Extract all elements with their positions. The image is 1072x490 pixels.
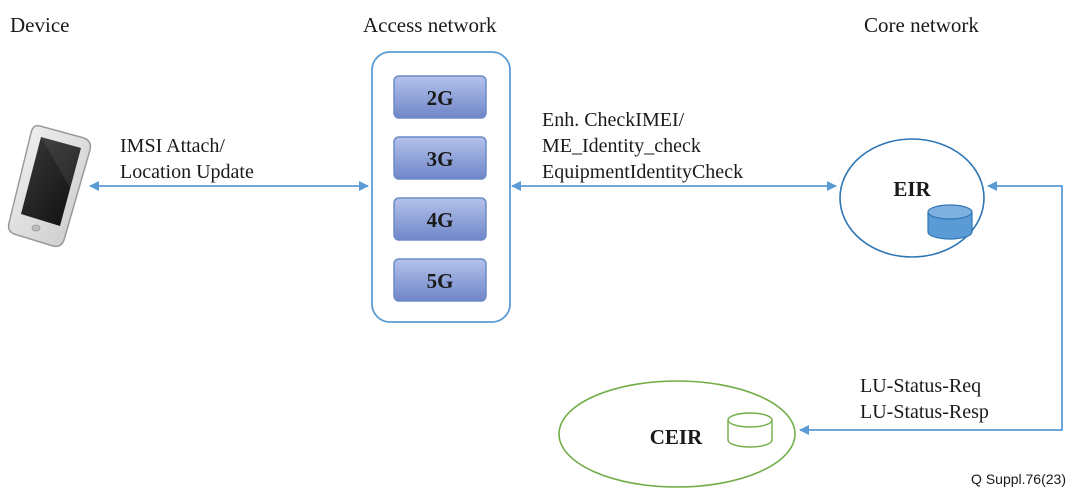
access-eir-label-line-3: EquipmentIdentityCheck [542, 161, 743, 183]
tech-box-label: 5G [427, 269, 454, 293]
tech-box-3g: 3G [393, 136, 487, 180]
tech-box-4g: 4G [393, 197, 487, 241]
device-access-label: IMSI Attach/ Location Update [120, 135, 254, 183]
eir-ceir-label-line-2: LU-Status-Resp [860, 401, 989, 423]
heading-core-network: Core network [864, 13, 979, 37]
eir-ceir-label: LU-Status-Req LU-Status-Resp [860, 375, 989, 423]
access-eir-label: Enh. CheckIMEI/ ME_Identity_check Equipm… [542, 109, 743, 183]
tech-box-rect [393, 258, 487, 302]
tech-box-label: 3G [427, 147, 454, 171]
database-icon [927, 204, 973, 240]
device-access-label-line-2: Location Update [120, 161, 254, 183]
tech-box-rect [393, 136, 487, 180]
eir-label: EIR [893, 177, 931, 201]
heading-access-network: Access network [363, 13, 497, 37]
ceir-label: CEIR [650, 425, 703, 449]
tech-box-2g: 2G [393, 75, 487, 119]
eir-ceir-label-line-1: LU-Status-Req [860, 375, 981, 397]
database-outline-icon [727, 412, 773, 448]
eir-ceir-link [799, 181, 1063, 435]
heading-device: Device [10, 13, 69, 37]
access-eir-label-line-2: ME_Identity_check [542, 135, 701, 157]
tech-box-rect [393, 75, 487, 119]
access-eir-label-line-1: Enh. CheckIMEI/ [542, 109, 685, 131]
access-network-container [371, 51, 511, 323]
figure-id: Q Suppl.76(23) [971, 471, 1066, 487]
tech-box-rect [393, 197, 487, 241]
tech-box-label: 4G [427, 208, 454, 232]
access-technology-list: 2G 3G 4G 5G [393, 75, 487, 302]
tech-box-5g: 5G [393, 258, 487, 302]
tech-box-label: 2G [427, 86, 454, 110]
ceir-node [558, 380, 796, 488]
smartphone-icon [7, 124, 92, 248]
device-access-label-line-1: IMSI Attach/ [120, 135, 225, 157]
